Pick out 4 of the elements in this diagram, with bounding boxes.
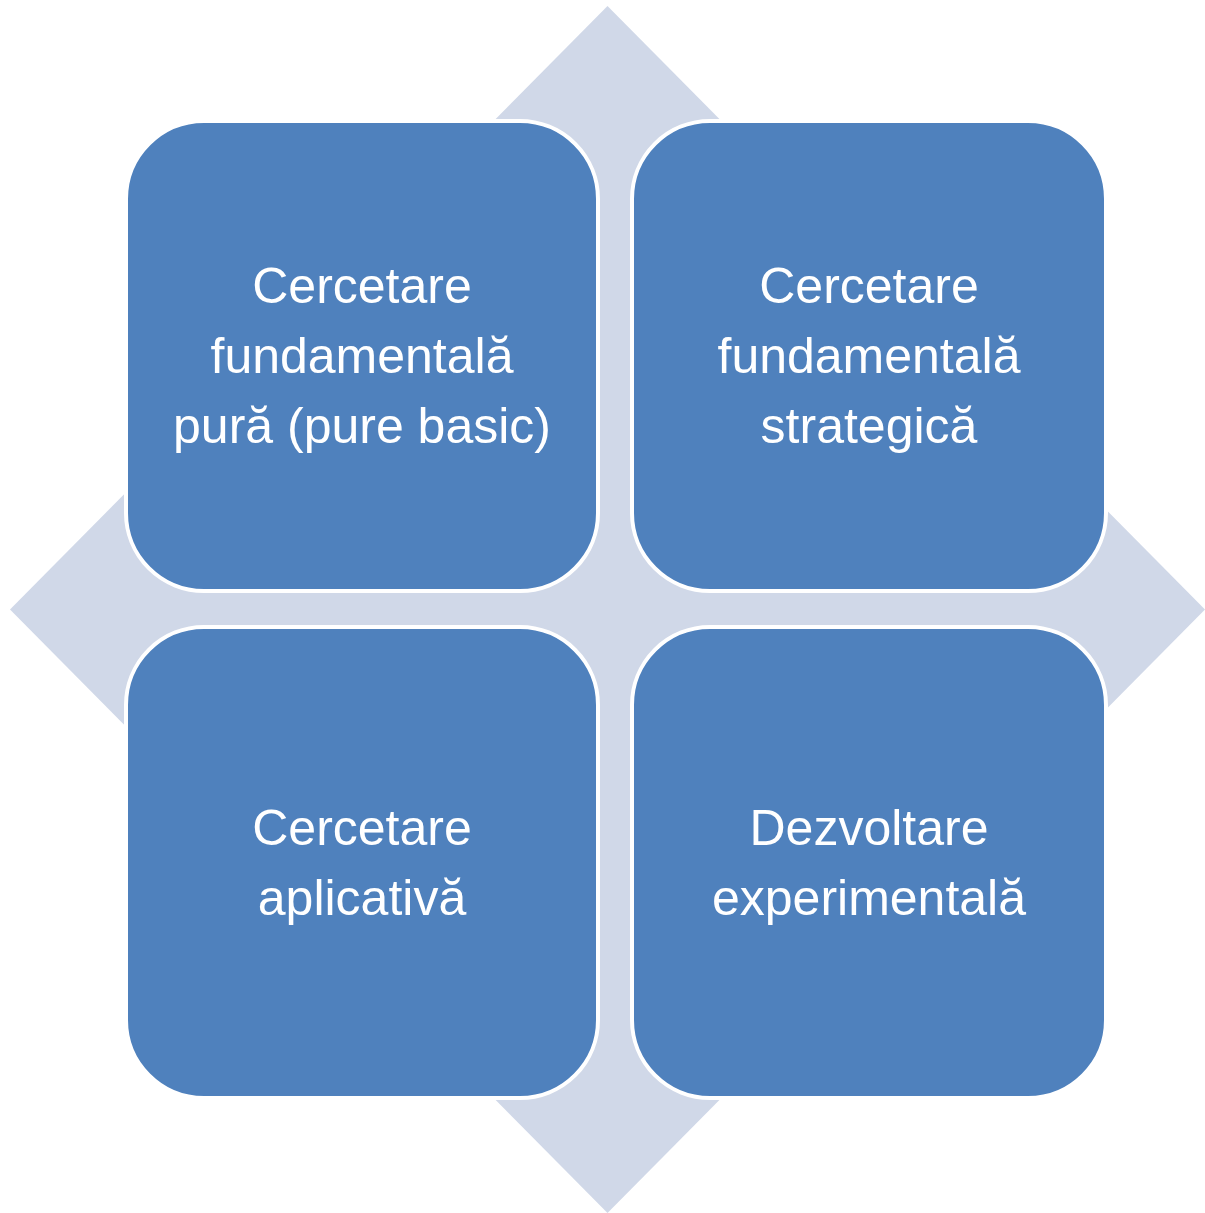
box-label: Dezvoltare experimentală bbox=[710, 798, 1028, 928]
box-label: Cercetare fundamentală pură (pure basic) bbox=[172, 257, 552, 456]
box-label: Cercetare aplicativă bbox=[251, 798, 473, 928]
box-label: Cercetare fundamentală strategică bbox=[716, 257, 1022, 456]
